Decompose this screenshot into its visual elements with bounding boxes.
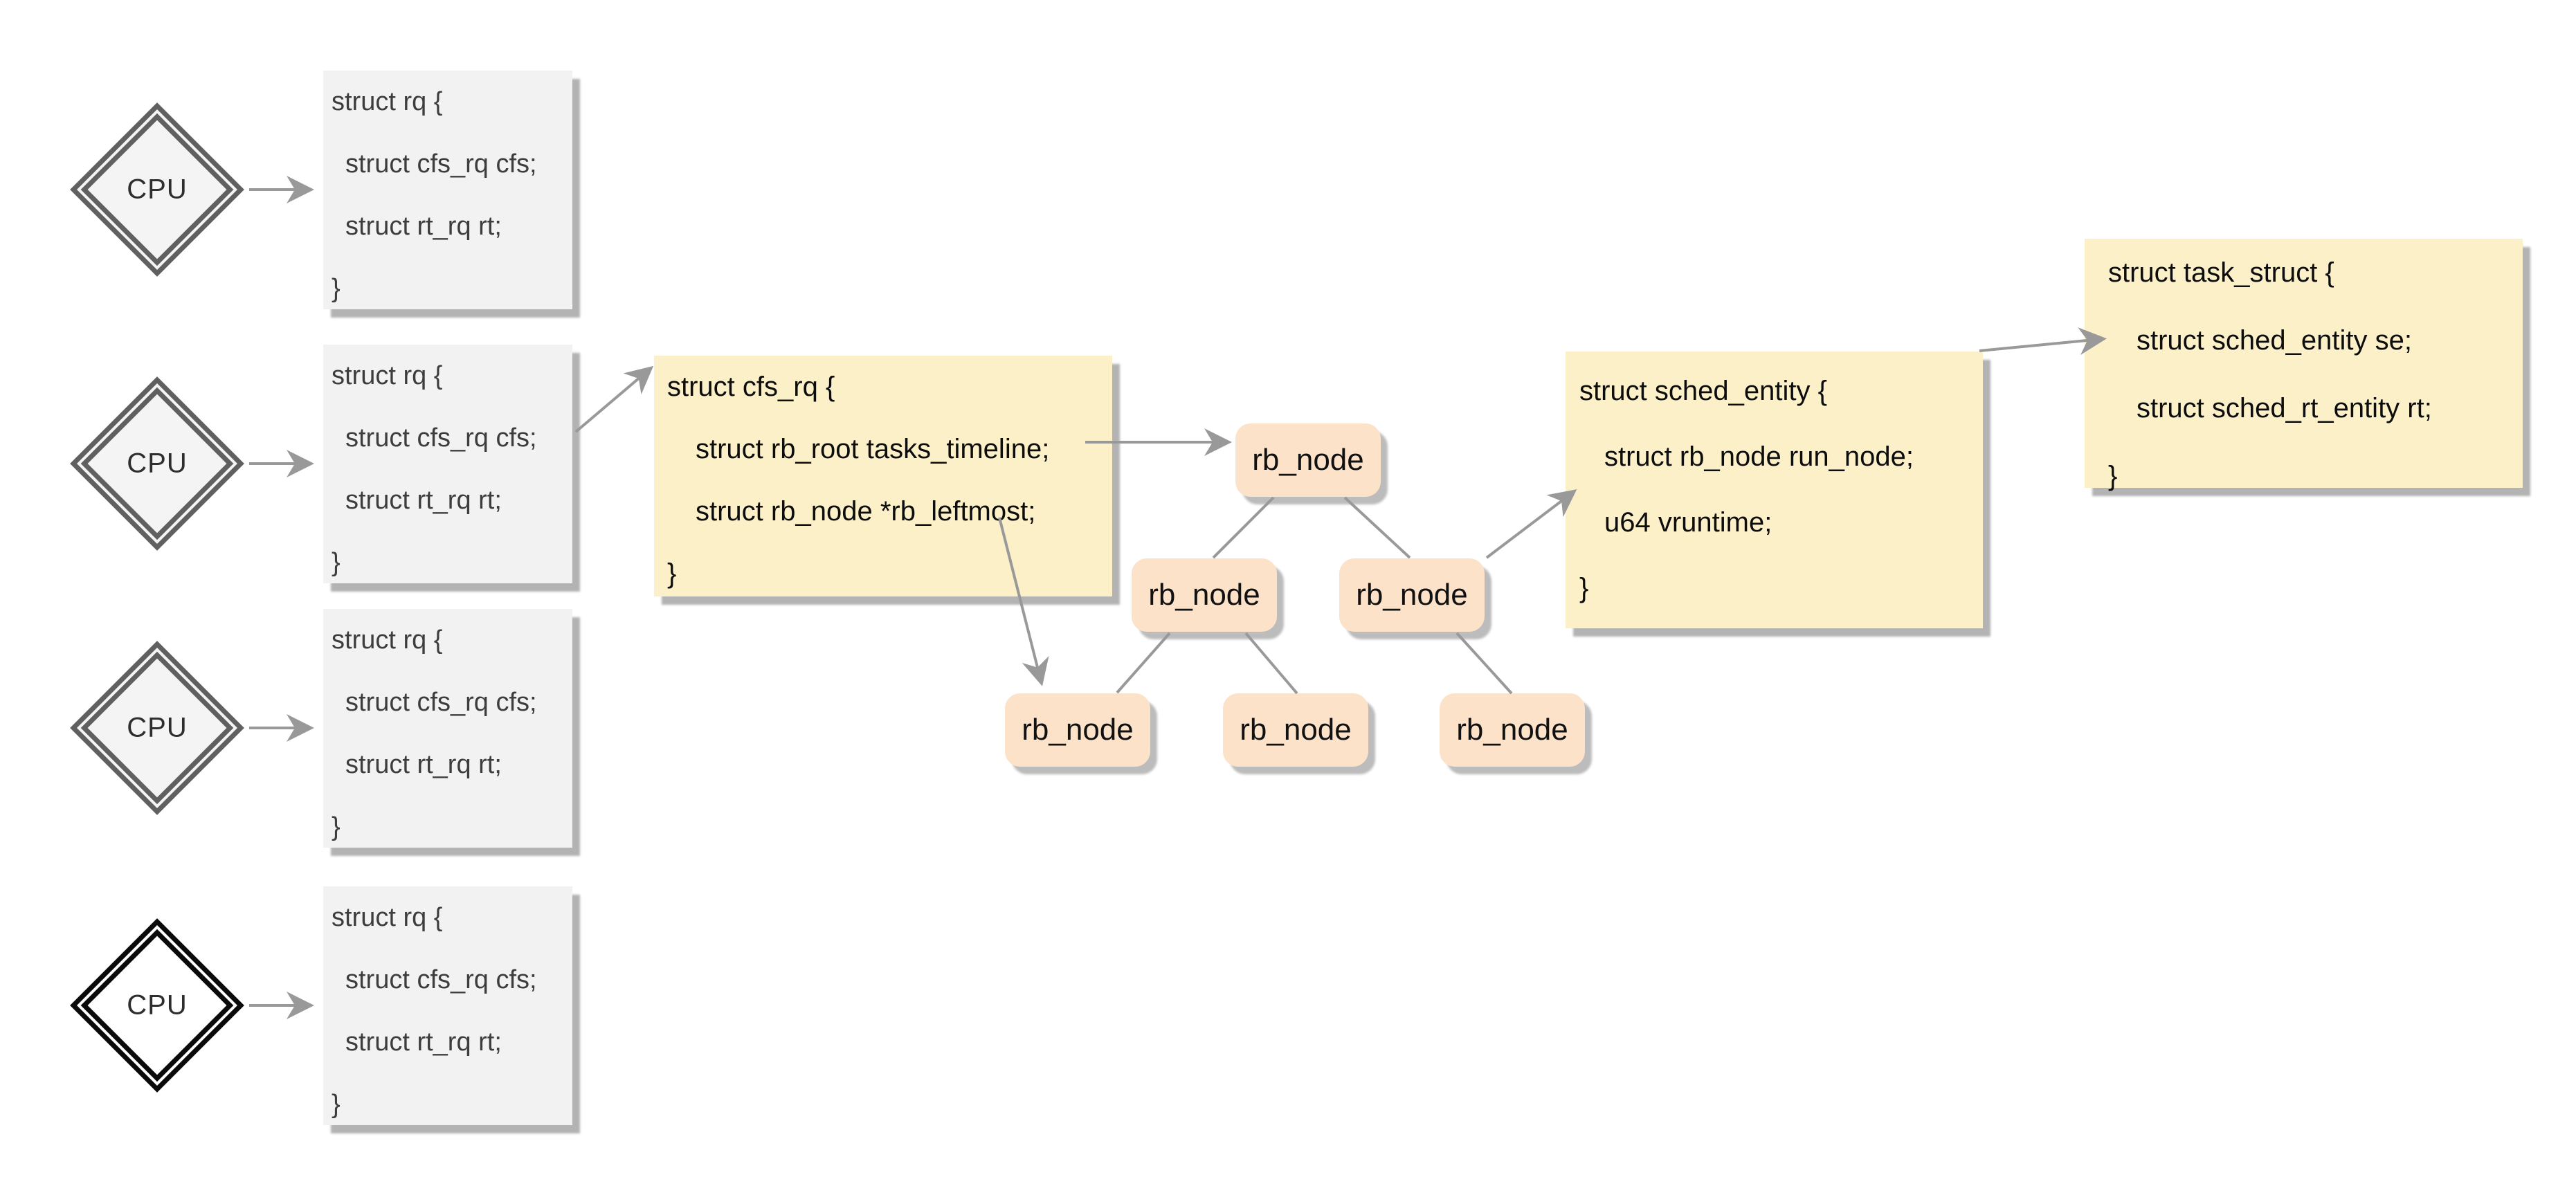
struct-line: struct cfs_rq cfs; [345,688,537,717]
struct-line: struct rb_root tasks_timeline; [696,434,1050,464]
rb-node-bottom-middle: rb_node [1223,693,1368,767]
struct-line: struct rq { [332,626,443,655]
struct-line: struct rt_rq rt; [345,486,502,515]
rb-node-right-child: rb_node [1339,558,1485,632]
rb-node-bottom-left: rb_node [1005,693,1150,767]
struct-line: } [667,558,677,589]
struct-rq-box-4: struct rq { struct cfs_rq cfs; struct rt… [323,886,572,1125]
struct-line: } [332,812,341,841]
arrow-right-child-to-sched-entity [1485,489,1577,559]
edge-left-child-to-bottom-middle [1244,632,1298,695]
struct-line: struct rq { [332,361,443,390]
rb-node-bottom-right: rb_node [1440,693,1585,767]
arrow-rq2-cfs-to-cfs-rq-box [574,365,654,433]
struct-line: u64 vruntime; [1604,507,1772,538]
struct-line: struct cfs_rq cfs; [345,149,537,179]
rb-node-left-child: rb_node [1132,558,1277,632]
struct-line: struct cfs_rq cfs; [345,965,537,994]
edge-left-child-to-bottom-left [1116,632,1171,694]
struct-line: struct cfs_rq cfs; [345,423,537,453]
cpu-label-3: CPU [127,712,188,743]
cpu-label-1: CPU [127,174,188,205]
struct-line: struct task_struct { [2108,257,2334,288]
struct-task-struct-box: struct task_struct { struct sched_entity… [2085,239,2523,491]
edge-root-to-right-child [1343,496,1411,559]
rb-node-root: rb_node [1235,423,1381,497]
struct-line: struct rt_rq rt; [345,212,502,241]
cpu-label-2: CPU [127,448,188,479]
struct-line: struct sched_rt_entity rt; [2137,393,2432,423]
struct-rq-box-3: struct rq { struct cfs_rq cfs; struct rt… [323,609,572,848]
struct-line: struct rt_rq rt; [345,750,502,779]
struct-line: } [332,548,341,577]
struct-rq-box-1: struct rq { struct cfs_rq cfs; struct rt… [323,71,572,309]
struct-line: } [332,274,341,303]
struct-line: struct rq { [332,903,443,932]
cpu-label-4: CPU [127,989,188,1021]
struct-line: struct sched_entity { [1579,376,1827,406]
edge-root-to-left-child [1212,496,1275,559]
struct-line: struct rq { [332,87,443,116]
arrow-sched-entity-to-task-struct-se [1979,327,2107,355]
struct-sched-entity-box: struct sched_entity { struct rb_node run… [1566,352,1983,628]
struct-cfs-rq-box: struct cfs_rq { struct rb_root tasks_tim… [654,356,1112,596]
struct-rq-box-2: struct rq { struct cfs_rq cfs; struct rt… [323,345,572,583]
struct-line: struct rt_rq rt; [345,1028,502,1057]
struct-line: struct cfs_rq { [667,372,835,402]
struct-line: struct rb_node *rb_leftmost; [696,496,1036,527]
struct-line: struct sched_entity se; [2137,325,2412,356]
struct-line: } [1579,573,1589,603]
struct-line: } [332,1090,341,1119]
edge-right-child-to-bottom-right [1455,632,1513,695]
struct-line: } [2108,461,2118,491]
struct-line: struct rb_node run_node; [1604,441,1914,472]
